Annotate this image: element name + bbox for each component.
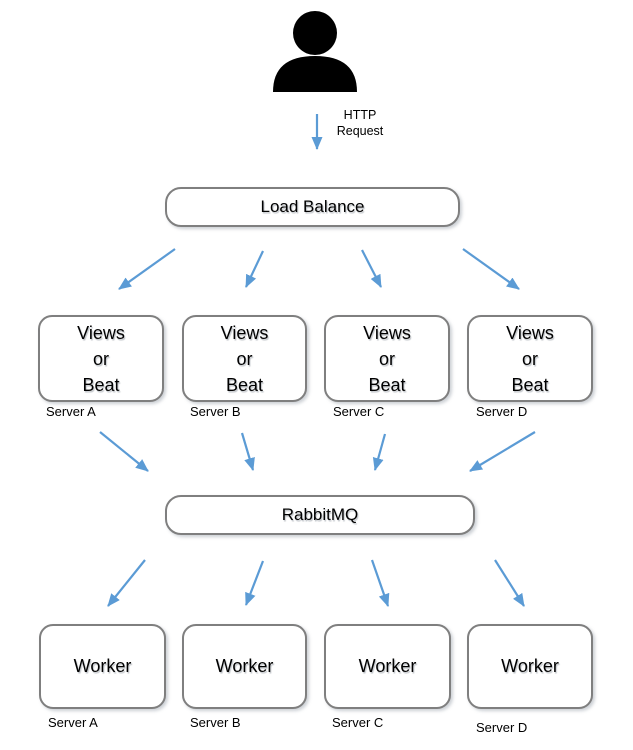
arrow-loadbalance-to-server-d — [462, 248, 520, 290]
worker-node-server-a: Worker — [39, 624, 166, 709]
views-node-server-b: Views or Beat — [182, 315, 307, 402]
server-label-views-a: Server A — [46, 404, 96, 419]
load-balance-label: Load Balance — [260, 197, 365, 216]
server-label-worker-d: Server D — [476, 720, 528, 735]
arrow-rabbitmq-to-worker-d — [494, 559, 525, 607]
views-line: Views — [506, 322, 554, 343]
views-line: Views — [77, 322, 125, 343]
arrow-server-b-to-rabbitmq — [240, 432, 255, 471]
worker-label: Worker — [73, 656, 132, 676]
user-icon — [273, 11, 357, 92]
views-line: or — [521, 348, 538, 369]
http-request-label: HTTP Request — [330, 107, 390, 139]
http-request-line1: HTTP — [343, 108, 377, 122]
server-label-worker-b: Server B — [190, 715, 241, 730]
views-node-server-d: Views or Beat — [467, 315, 593, 402]
worker-label: Worker — [215, 656, 274, 676]
server-label-views-d: Server D — [476, 404, 528, 419]
arrow-server-d-to-rabbitmq — [469, 431, 536, 472]
arrow-server-a-to-rabbitmq — [99, 431, 149, 472]
views-line: Views — [220, 322, 269, 343]
worker-label: Worker — [501, 656, 559, 676]
views-line: Beat — [225, 374, 264, 395]
worker-label: Worker — [358, 656, 417, 676]
rabbitmq-node: RabbitMQ — [165, 495, 475, 535]
arrow-server-c-to-rabbitmq — [372, 433, 387, 471]
arrow-rabbitmq-to-worker-c — [370, 559, 390, 607]
worker-node-server-b: Worker — [182, 624, 307, 709]
server-label-views-c: Server C — [333, 404, 385, 419]
views-line: Beat — [368, 374, 406, 395]
arrow-loadbalance-to-server-c — [361, 249, 382, 288]
views-line: Beat — [82, 374, 120, 395]
views-line: or — [92, 348, 109, 369]
arrow-rabbitmq-to-worker-a — [107, 559, 146, 607]
http-request-line2: Request — [336, 124, 384, 138]
views-line: or — [236, 348, 253, 369]
load-balance-node: Load Balance — [165, 187, 460, 227]
views-line: or — [378, 348, 395, 369]
worker-node-server-d: Worker — [467, 624, 593, 709]
server-label-views-b: Server B — [190, 404, 241, 419]
rabbitmq-label: RabbitMQ — [281, 505, 359, 524]
arrow-loadbalance-to-server-b — [245, 250, 264, 288]
views-line: Beat — [511, 374, 549, 395]
arrow-loadbalance-to-server-a — [118, 248, 176, 290]
views-line: Views — [363, 322, 411, 343]
server-label-worker-a: Server A — [48, 715, 98, 730]
arrow-rabbitmq-to-worker-b — [244, 560, 265, 606]
server-label-worker-c: Server C — [332, 715, 384, 730]
worker-node-server-c: Worker — [324, 624, 451, 709]
views-node-server-c: Views or Beat — [324, 315, 450, 402]
views-node-server-a: Views or Beat — [38, 315, 164, 402]
